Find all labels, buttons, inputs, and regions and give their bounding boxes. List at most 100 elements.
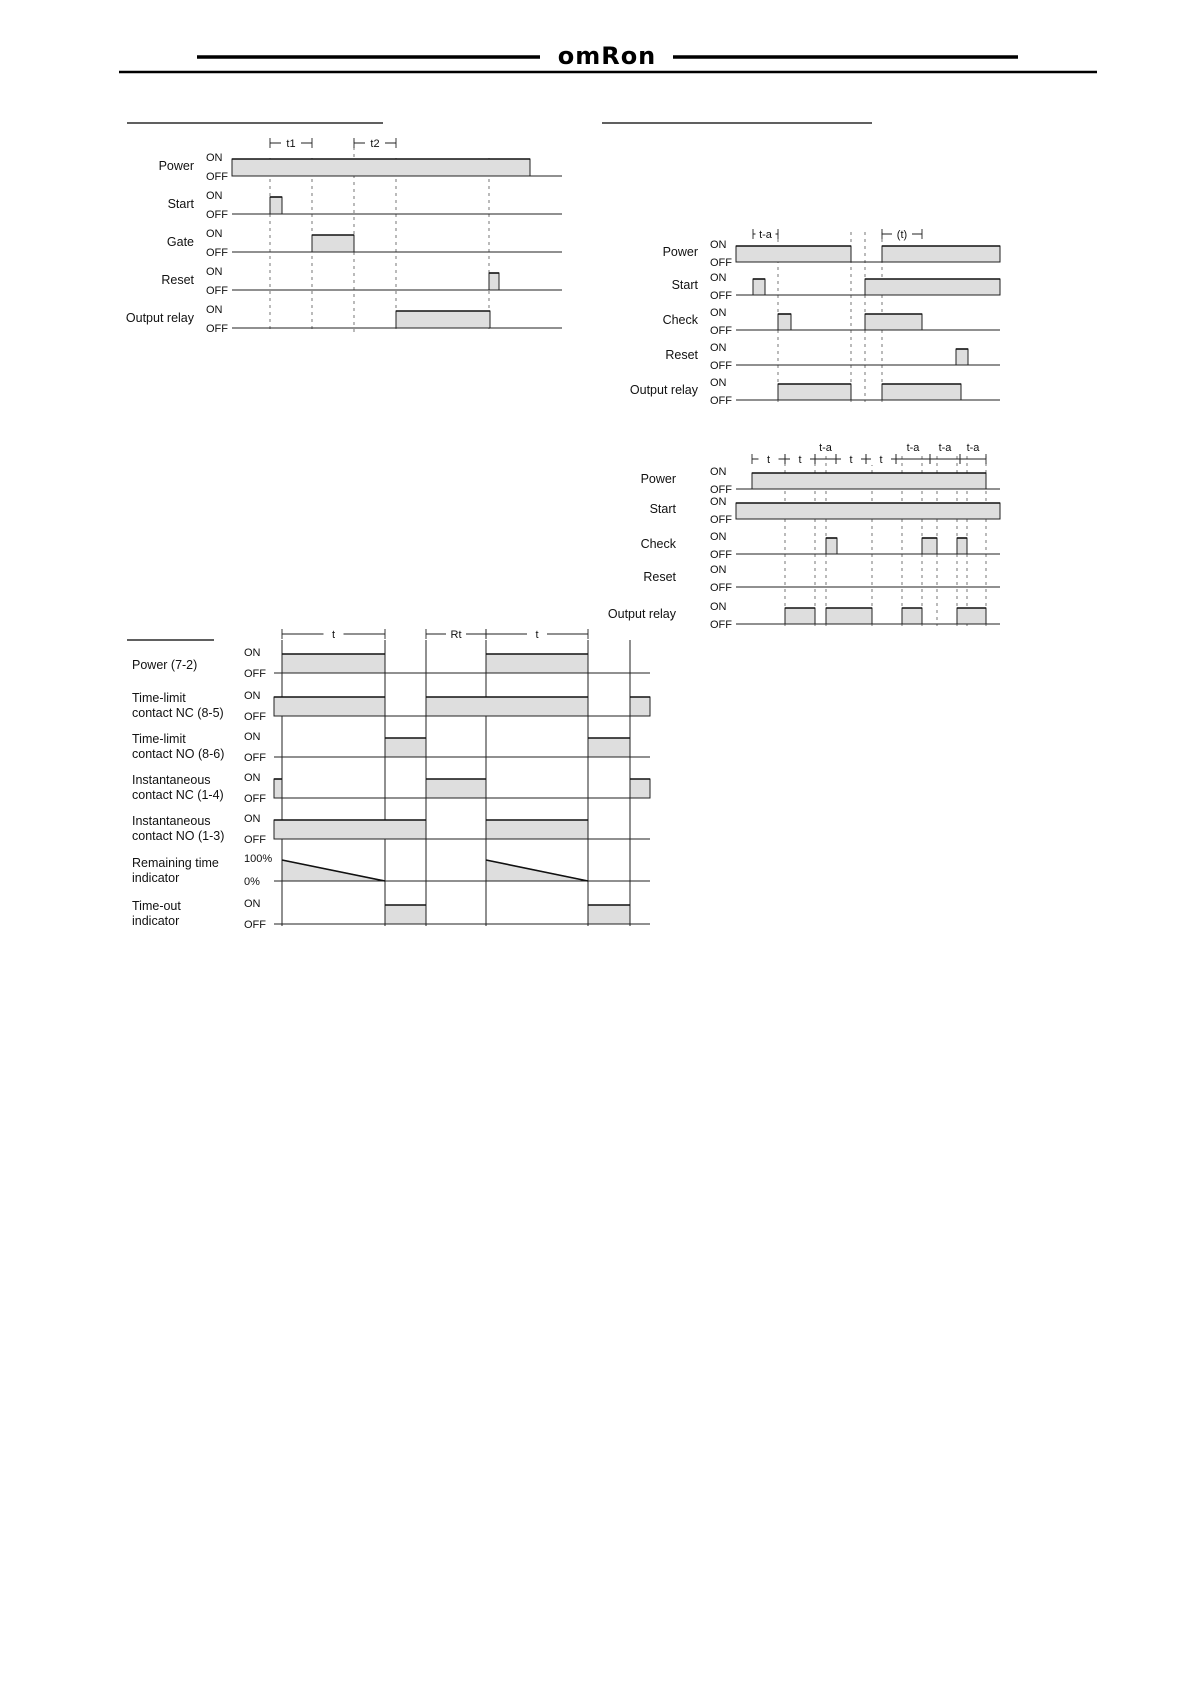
on-pulse [425, 696, 589, 717]
on-pulse [921, 537, 938, 555]
state-on-label: ON [206, 266, 223, 278]
on-pulse [425, 778, 487, 799]
timing-label: t [879, 454, 882, 466]
state-on-label: ON [206, 152, 223, 164]
timing-dimension: t-a [752, 227, 779, 241]
state-off-label: OFF [710, 484, 732, 496]
timing-dimension: t [865, 452, 897, 466]
timing-label: t [767, 454, 770, 466]
state-off-label: OFF [710, 619, 732, 631]
signal-name: Check [641, 537, 677, 551]
timing-label: t1 [286, 138, 295, 150]
signal-name: Power [663, 245, 698, 259]
state-off-label: OFF [710, 582, 732, 594]
on-pulse [956, 607, 987, 625]
state-on-label: ON [710, 601, 727, 613]
dimension-label-bg [323, 627, 344, 640]
timing-label: t [849, 454, 852, 466]
state-on-label: ON [710, 272, 727, 284]
state-on-label: ON [710, 377, 727, 389]
signal-name: Gate [167, 235, 194, 249]
state-off-label: OFF [710, 514, 732, 526]
state-off-label: OFF [244, 919, 266, 931]
timing-label: t2 [370, 138, 379, 150]
state-on-label: ON [710, 564, 727, 576]
signal-name: Reset [643, 570, 676, 584]
state-off-label: OFF [206, 209, 228, 221]
state-off-label: OFF [710, 549, 732, 561]
on-pulse [825, 607, 873, 625]
state-on-label: ON [244, 731, 261, 743]
on-pulse [485, 819, 589, 840]
signal-name: Power [641, 472, 676, 486]
dimension-label-bg [841, 452, 861, 465]
on-pulse [629, 778, 651, 799]
state-off-label: OFF [206, 323, 228, 335]
timing-dimension: Rt [425, 627, 487, 641]
state-on-label: ON [710, 466, 727, 478]
signal-row: Output relay ON OFF [630, 377, 1000, 407]
on-pulse [881, 383, 962, 401]
dimension-label-bg [446, 627, 466, 640]
signal-name: Check [663, 313, 699, 327]
on-pulse [825, 537, 838, 555]
timing-diagram-gate: PowerONOFFStartONOFFGateONOFFResetONOFFO… [126, 136, 562, 335]
dimension-label-bg [758, 452, 779, 465]
on-pulse [488, 272, 500, 291]
state-on-label: ON [244, 898, 261, 910]
timing-label: t-a [907, 442, 921, 454]
timing-dimension: t [784, 452, 816, 466]
timing-label: t [535, 629, 538, 641]
state-on-label: ON [710, 239, 727, 251]
on-pulse [281, 653, 386, 674]
timing-dimension: t-a [929, 442, 961, 464]
on-pulse [777, 313, 792, 331]
timing-label: t [798, 454, 801, 466]
on-pulse [629, 696, 651, 717]
on-pulse [955, 348, 969, 366]
timing-label: (t) [897, 229, 907, 241]
dimension-label-bg [892, 227, 912, 240]
dimension-label-bg [755, 227, 776, 240]
state-on-label: ON [206, 190, 223, 202]
dimension-label-bg [527, 627, 547, 640]
state-on-label: ON [710, 496, 727, 508]
state-on-label: ON [244, 690, 261, 702]
state-off-label: OFF [244, 834, 266, 846]
ramp-line [281, 859, 386, 882]
signal-name: contact NO (1-3) [132, 829, 224, 843]
signal-name: Output relay [630, 383, 699, 397]
timing-dimension: t-a [959, 442, 987, 464]
dimension-label-bg [365, 136, 385, 149]
signal-name: Instantaneous [132, 773, 211, 787]
state-off-label: OFF [710, 395, 732, 407]
on-pulse [751, 472, 987, 490]
timing-dimension: t1 [269, 136, 313, 150]
signal-name: Power [159, 159, 194, 173]
signal-name: Reset [665, 348, 698, 362]
state-off-label: OFF [710, 325, 732, 337]
timing-dimension: t [835, 452, 867, 466]
state-on-label: ON [244, 647, 261, 659]
state-on-label: ON [710, 342, 727, 354]
omron-logo: omRon [558, 42, 657, 70]
state-off-label: OFF [244, 711, 266, 723]
page-header: omRon [119, 42, 1097, 74]
on-pulse [735, 502, 1001, 520]
timing-dimension: t [281, 627, 386, 641]
on-pulse [311, 234, 355, 253]
timing-label: t-a [967, 442, 981, 454]
on-pulse [587, 904, 631, 925]
timing-dimension: t [751, 452, 786, 466]
state-on-label: ON [244, 813, 261, 825]
signal-name: Reset [161, 273, 194, 287]
